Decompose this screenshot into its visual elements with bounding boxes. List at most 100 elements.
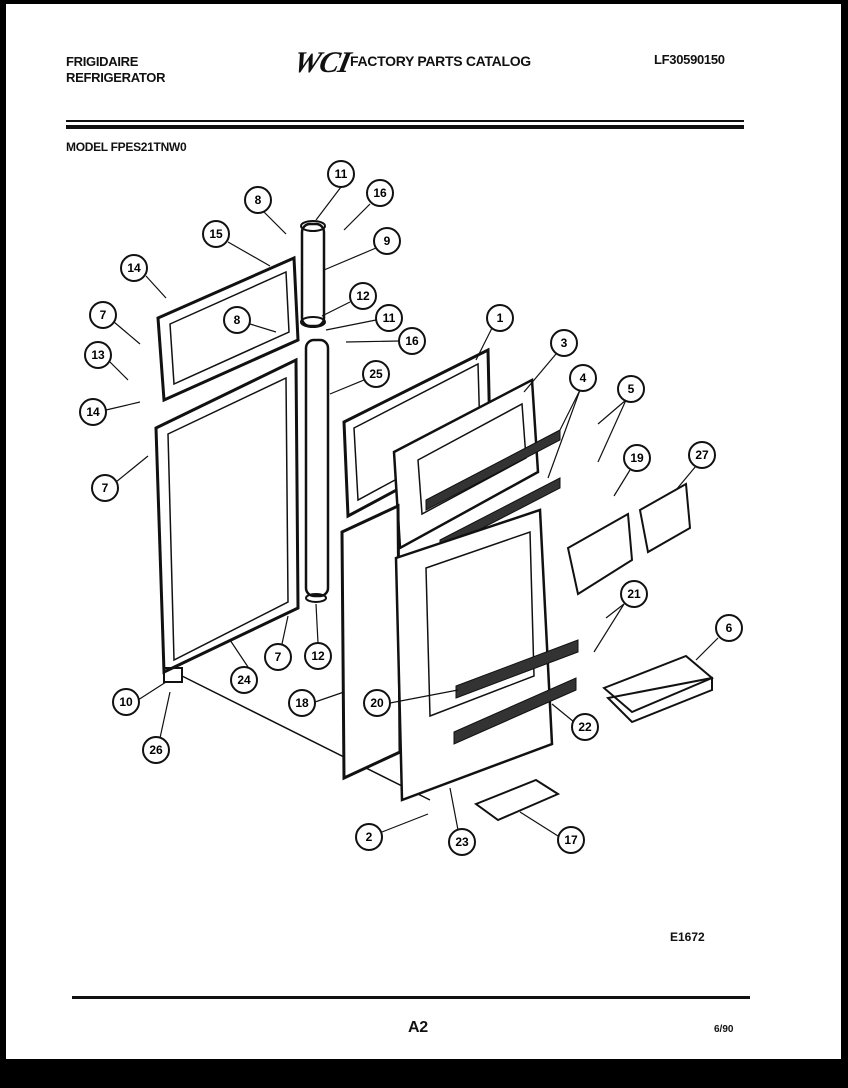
fresh-food-gasket (340, 503, 402, 781)
callout-30: 22 (571, 713, 599, 741)
svg-text:1: 1 (497, 311, 504, 325)
drawing-code: E1672 (670, 930, 705, 944)
header-rule-top (66, 120, 744, 122)
svg-text:24: 24 (237, 673, 251, 687)
callout-25: 12 (304, 642, 332, 670)
brand-name: FRIGIDAIRE (66, 54, 139, 69)
callout-32: 2 (355, 823, 383, 851)
svg-text:25: 25 (369, 367, 383, 381)
fresh-food-liner (394, 508, 554, 802)
svg-text:10: 10 (119, 695, 133, 709)
footer-rule (72, 996, 750, 999)
svg-text:16: 16 (373, 186, 387, 200)
callout-10: 8 (223, 306, 251, 334)
catalog-title: FACTORY PARTS CATALOG (350, 53, 531, 69)
svg-text:17: 17 (564, 833, 578, 847)
callout-20: 19 (623, 444, 651, 472)
callout-18: 5 (617, 375, 645, 403)
callout-23: 6 (715, 614, 743, 642)
callout-26: 10 (112, 688, 140, 716)
callout-7: 12 (349, 282, 377, 310)
svg-text:20: 20 (370, 696, 384, 710)
fresh-food-door-inner (167, 376, 289, 662)
print-date: 6/90 (714, 1024, 734, 1035)
callout-8: 11 (375, 304, 403, 332)
model-label: MODEL FPES21TNW0 (66, 140, 187, 154)
door-rack-22 (453, 677, 577, 745)
callout-1: 11 (327, 160, 355, 188)
callout-leaders (105, 186, 719, 837)
callout-labels: 11 16 8 9 15 14 12 11 7 8 16 13 25 1 3 1… (79, 160, 743, 856)
handle-cap-middle (300, 316, 326, 328)
hinge-leader-line (181, 675, 431, 801)
svg-text:16: 16 (405, 334, 419, 348)
svg-text:7: 7 (102, 481, 109, 495)
callout-21: 27 (688, 441, 716, 469)
svg-text:12: 12 (356, 289, 370, 303)
lower-handle (304, 338, 330, 598)
callout-22: 21 (620, 580, 648, 608)
callout-34: 17 (557, 826, 585, 854)
callout-19: 7 (91, 474, 119, 502)
svg-text:9: 9 (384, 234, 391, 248)
page-number: A2 (408, 1019, 428, 1036)
svg-text:3: 3 (561, 336, 568, 350)
callout-33: 23 (448, 828, 476, 856)
catalog-sheet: FRIGIDAIRE REFRIGERATOR WCI FACTORY PART… (6, 4, 841, 1059)
svg-text:18: 18 (295, 696, 309, 710)
door-rack-20 (455, 639, 579, 699)
callout-5: 15 (202, 220, 230, 248)
svg-text:4: 4 (580, 371, 587, 385)
bottom-hinge (163, 667, 183, 683)
callout-14: 1 (486, 304, 514, 332)
svg-text:7: 7 (275, 650, 282, 664)
callout-4: 9 (373, 227, 401, 255)
parts-drawing (154, 220, 714, 822)
callout-29: 20 (363, 689, 391, 717)
svg-text:6: 6 (726, 621, 733, 635)
upper-handle (300, 222, 326, 328)
svg-text:19: 19 (630, 451, 644, 465)
callout-28: 18 (288, 689, 316, 717)
callout-11: 16 (398, 327, 426, 355)
svg-text:14: 14 (127, 261, 141, 275)
product-name: REFRIGERATOR (66, 70, 166, 85)
callout-31: 26 (142, 736, 170, 764)
svg-text:2: 2 (366, 830, 373, 844)
door-shelf-27 (638, 482, 692, 554)
svg-text:22: 22 (578, 720, 592, 734)
svg-text:21: 21 (627, 587, 641, 601)
svg-text:8: 8 (255, 193, 262, 207)
callout-12: 13 (84, 341, 112, 369)
butter-bin-front (605, 676, 713, 724)
svg-text:11: 11 (383, 311, 396, 325)
svg-text:8: 8 (234, 313, 241, 327)
handle-cap-bottom (305, 593, 327, 603)
callout-17: 4 (569, 364, 597, 392)
svg-text:26: 26 (149, 743, 163, 757)
egg-tray (473, 778, 561, 822)
callout-2: 16 (366, 179, 394, 207)
freezer-shelf-bar-upper (425, 429, 561, 511)
fresh-food-liner-recess (425, 530, 535, 718)
callout-24: 7 (264, 643, 292, 671)
header-rule-bottom (66, 125, 744, 129)
callout-3: 8 (244, 186, 272, 214)
svg-text:7: 7 (100, 308, 107, 322)
freezer-door-inner (169, 270, 290, 386)
svg-text:5: 5 (628, 382, 635, 396)
callout-27: 24 (230, 666, 258, 694)
door-shelf-19 (566, 512, 634, 596)
handle-cap-top (300, 220, 326, 232)
svg-text:15: 15 (209, 227, 223, 241)
callout-13: 25 (362, 360, 390, 388)
svg-text:14: 14 (86, 405, 100, 419)
svg-text:13: 13 (91, 348, 105, 362)
svg-text:27: 27 (695, 448, 709, 462)
svg-text:12: 12 (311, 649, 325, 663)
fresh-food-door-frame (154, 357, 300, 675)
callout-9: 7 (89, 301, 117, 329)
callout-6: 14 (120, 254, 148, 282)
butter-bin (602, 654, 714, 714)
